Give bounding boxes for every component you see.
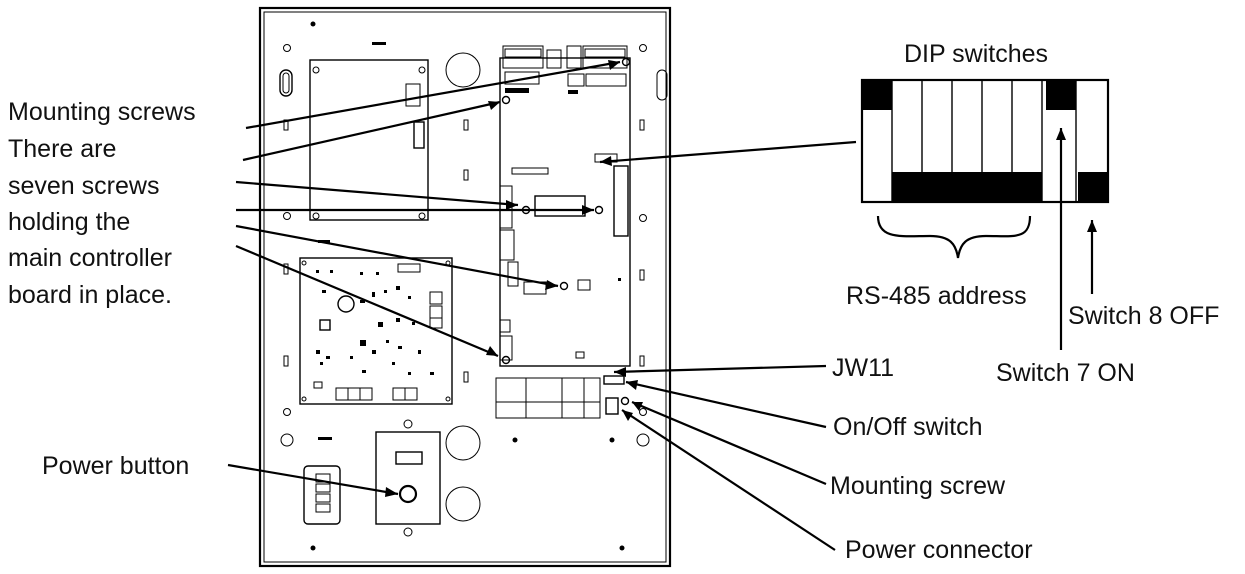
- label-seven-screws: seven screws: [8, 172, 159, 200]
- enclosure-panel: [258, 6, 672, 568]
- dip-switch-1-slider: [862, 80, 892, 110]
- label-power-button: Power button: [42, 452, 189, 480]
- dip-switch-block: [860, 78, 1110, 204]
- dip-switch-7-slider: [1046, 80, 1076, 110]
- dip-switch-8-slider: [1078, 172, 1108, 202]
- label-board-in-place: board in place.: [8, 281, 172, 309]
- label-rs485-address: RS-485 address: [846, 282, 1027, 310]
- label-main-controller: main controller: [8, 244, 172, 272]
- label-mounting-screws: Mounting screws: [8, 98, 196, 126]
- dip-switch-2-6-sliders: [892, 172, 1042, 202]
- annotation-labels: Mounting screws There are seven screws h…: [8, 40, 1219, 564]
- label-switch-7-on: Switch 7 ON: [996, 359, 1135, 387]
- label-dip-switches: DIP switches: [904, 40, 1048, 68]
- label-onoff-switch: On/Off switch: [833, 413, 983, 441]
- label-holding-the: holding the: [8, 208, 130, 236]
- main-controller-board: [495, 45, 631, 419]
- label-jw11: JW11: [832, 354, 894, 382]
- lower-left-board: [299, 257, 453, 405]
- upper-left-module: [309, 59, 429, 221]
- label-power-connector: Power connector: [845, 536, 1033, 564]
- rs485-brace: [876, 215, 1032, 259]
- label-switch-8-off: Switch 8 OFF: [1068, 302, 1219, 330]
- label-mounting-screw: Mounting screw: [830, 472, 1006, 500]
- label-there-are: There are: [8, 135, 116, 163]
- leader-arrowheads: [385, 60, 1097, 497]
- leader-lines: [227, 60, 1094, 551]
